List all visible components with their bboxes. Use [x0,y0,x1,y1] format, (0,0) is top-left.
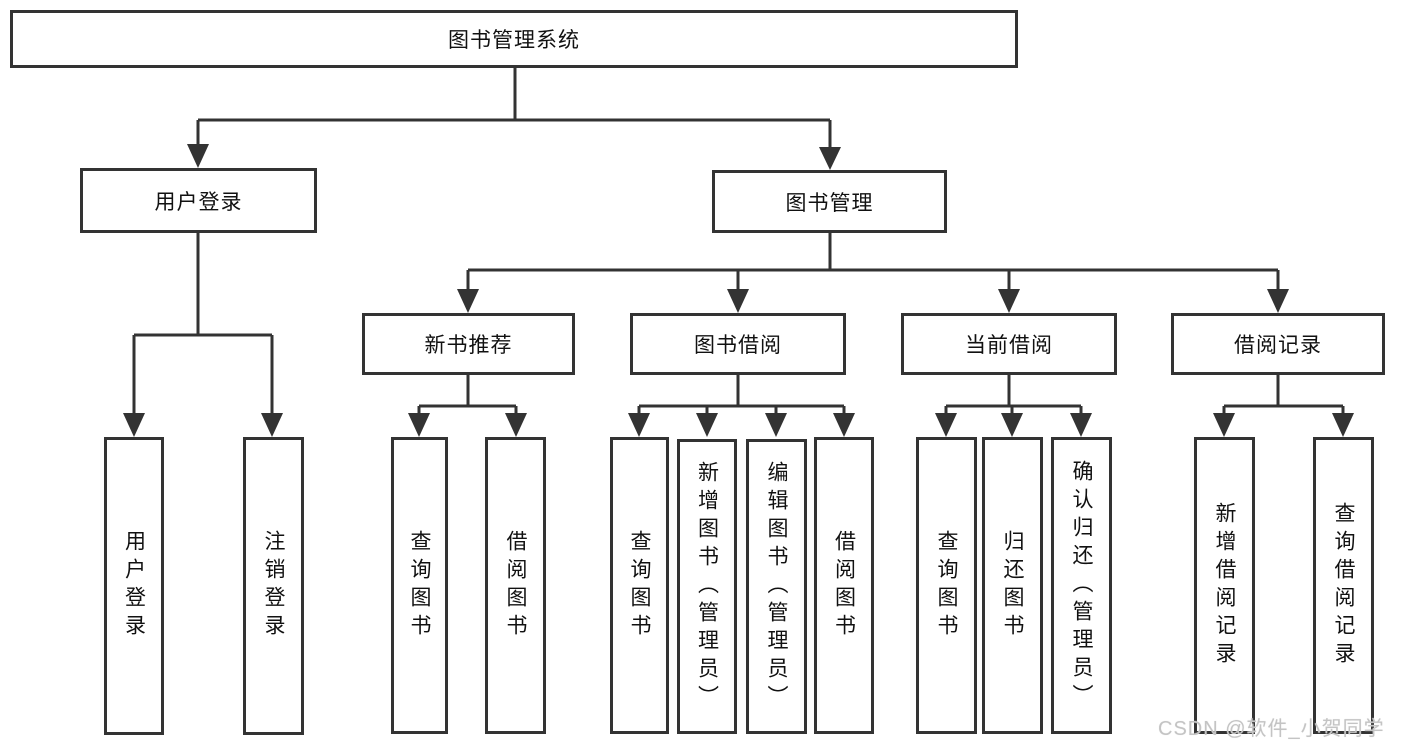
csdn-watermark: CSDN @软件_小贺同学 [1158,718,1385,740]
node-new-book-recommendation-label: 新书推荐 [424,334,513,357]
leaf-newrec-query-books-label: 查询图书 [408,529,432,642]
node-library-system: 图书管理系统 [10,10,1018,68]
leaf-newrec-borrow-books: 借阅图书 [485,437,546,734]
leaf-borrowing-borrow-books: 借阅图书 [814,437,874,734]
leaf-borrowing-edit-books-admin: 编辑图书（管理员） [746,439,807,734]
leaf-records-query-record: 查询借阅记录 [1313,437,1374,734]
node-current-borrowing: 当前借阅 [901,313,1117,375]
connector-book-management-to-level3 [457,233,1289,313]
node-new-book-recommendation: 新书推荐 [362,313,575,375]
connector-borrowing-records-to-leaves [1213,375,1354,437]
leaf-current-query-books: 查询图书 [916,437,977,734]
leaf-current-return-books: 归还图书 [982,437,1043,734]
connector-user-login-to-leaves [123,233,283,437]
leaf-current-return-books-label: 归还图书 [1001,529,1025,642]
node-book-borrowing: 图书借阅 [630,313,846,375]
connector-book-borrowing-to-leaves [628,375,855,437]
leaf-current-confirm-return-admin: 确认归还（管理员） [1051,437,1112,734]
connector-root-to-level2 [187,68,841,170]
leaf-records-add-record: 新增借阅记录 [1194,437,1255,734]
leaf-logout-login: 注销登录 [243,437,304,735]
leaf-current-confirm-return-admin-label: 确认归还（管理员） [1070,459,1094,712]
node-library-system-label: 图书管理系统 [448,29,580,52]
leaf-current-query-books-label: 查询图书 [935,529,959,642]
connector-new-book-recommendation-to-leaves [408,375,527,437]
leaf-records-query-record-label: 查询借阅记录 [1332,501,1356,670]
node-book-borrowing-label: 图书借阅 [694,334,782,357]
leaf-borrowing-query-books-label: 查询图书 [628,529,652,642]
leaf-user-login: 用户登录 [104,437,164,735]
connector-current-borrowing-to-leaves [935,375,1092,437]
node-current-borrowing-label: 当前借阅 [965,334,1053,357]
node-user-login: 用户登录 [80,168,317,233]
leaf-records-add-record-label: 新增借阅记录 [1213,501,1237,670]
leaf-newrec-borrow-books-label: 借阅图书 [504,529,528,642]
leaf-borrowing-add-books-admin: 新增图书（管理员） [677,439,737,734]
node-book-management: 图书管理 [712,170,947,233]
node-user-login-label: 用户登录 [154,190,243,214]
leaf-borrowing-edit-books-admin-label: 编辑图书（管理员） [765,460,789,713]
leaf-borrowing-query-books: 查询图书 [610,437,669,734]
node-borrowing-records-label: 借阅记录 [1234,334,1322,357]
leaf-borrowing-borrow-books-label: 借阅图书 [832,529,856,642]
leaf-newrec-query-books: 查询图书 [391,437,448,734]
node-borrowing-records: 借阅记录 [1171,313,1385,375]
node-book-management-label: 图书管理 [785,191,874,215]
leaf-user-login-label: 用户登录 [122,530,146,642]
leaf-logout-login-label: 注销登录 [262,530,286,642]
leaf-borrowing-add-books-admin-label: 新增图书（管理员） [695,460,719,713]
